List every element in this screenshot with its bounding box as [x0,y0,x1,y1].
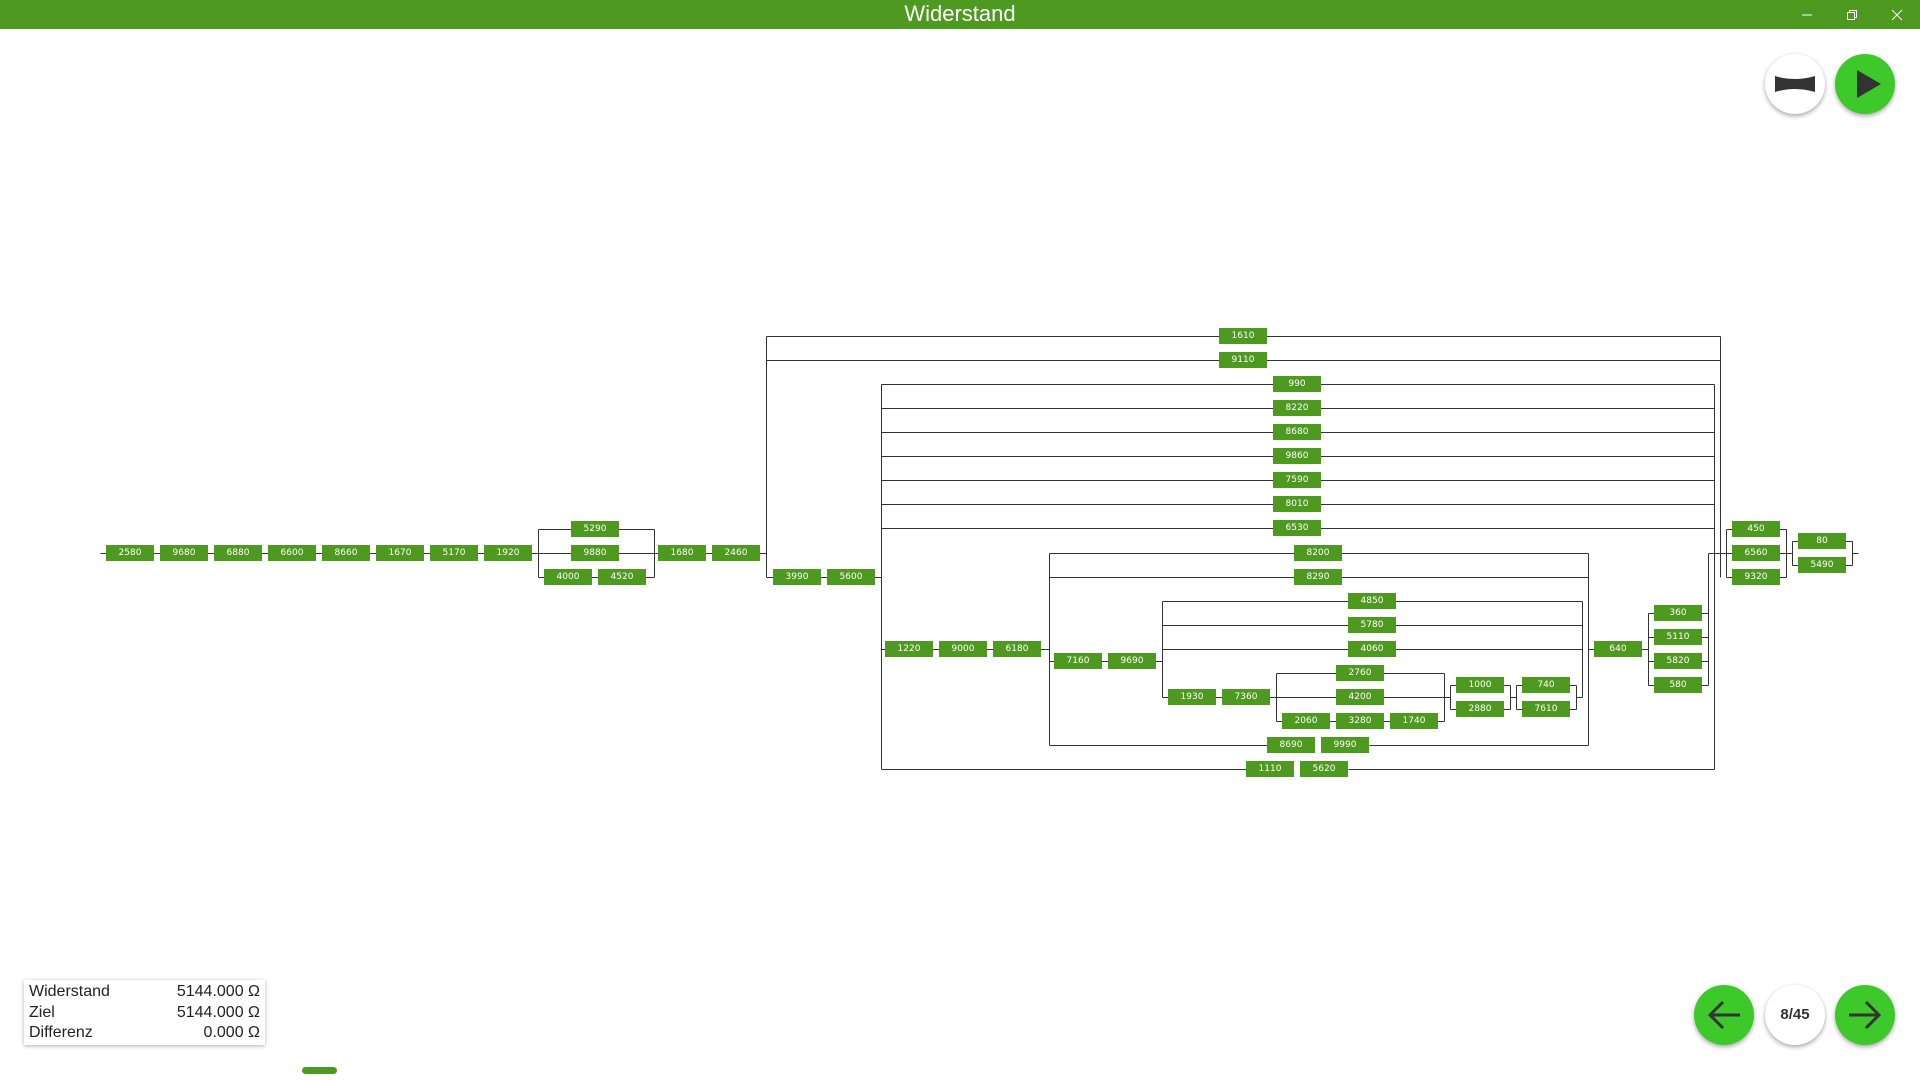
resistor[interactable]: 1000 [1456,677,1504,693]
window-title: Widerstand [904,1,1016,26]
resistor[interactable]: 80 [1798,533,1846,549]
stats-value: 5144.000 Ω [176,1003,260,1021]
resistor[interactable]: 1680 [658,545,706,561]
stats-panel: Widerstand 5144.000 Ω Ziel 5144.000 Ω Di… [24,980,265,1045]
resistor[interactable]: 9320 [1732,569,1780,585]
stats-label: Ziel [29,1003,55,1021]
resistor[interactable]: 1670 [376,545,424,561]
resistor[interactable]: 2460 [712,545,760,561]
resistor[interactable]: 8290 [1294,569,1342,585]
resistor[interactable]: 580 [1654,677,1702,693]
resistor[interactable]: 9860 [1273,448,1321,464]
resistor[interactable]: 1110 [1246,761,1294,777]
resistor[interactable]: 9690 [1108,653,1156,669]
resistor[interactable]: 4000 [544,569,592,585]
arrow-right-icon [1849,1000,1882,1030]
play-button[interactable] [1835,54,1895,114]
resistor[interactable]: 8200 [1294,545,1342,561]
resistor[interactable]: 4060 [1348,641,1396,657]
resistor[interactable]: 4850 [1348,593,1396,609]
resistor[interactable]: 8660 [322,545,370,561]
resistor[interactable]: 8220 [1273,400,1321,416]
resistor[interactable]: 5170 [430,545,478,561]
dumbbell-toggle-icon [1775,76,1815,92]
close-button[interactable] [1875,0,1920,29]
resistor[interactable]: 6560 [1732,545,1780,561]
resistor[interactable]: 5490 [1798,557,1846,573]
resistor[interactable]: 1930 [1168,689,1216,705]
resistor[interactable]: 5620 [1300,761,1348,777]
resistor[interactable]: 990 [1273,376,1321,392]
arrow-left-icon [1707,1000,1740,1030]
resistor[interactable]: 3280 [1336,713,1384,729]
resistor[interactable]: 7160 [1054,653,1102,669]
resistor[interactable]: 7360 [1222,689,1270,705]
view-toggle-button[interactable] [1765,54,1825,114]
resistor[interactable]: 640 [1594,641,1642,657]
resistor[interactable]: 740 [1522,677,1570,693]
resistor[interactable]: 1220 [885,641,933,657]
resistor[interactable]: 6180 [993,641,1041,657]
resistor[interactable]: 7610 [1522,701,1570,717]
resistor[interactable]: 9990 [1321,737,1369,753]
resistor[interactable]: 5820 [1654,653,1702,669]
stats-value: 5144.000 Ω [176,983,260,1000]
resistor[interactable]: 1740 [1390,713,1438,729]
resistor[interactable]: 3990 [773,569,821,585]
circuit-board: 2580 9680 6880 6600 8660 1670 5170 1920 5290 9880… [0,29,1920,1080]
stats-row-difference: Differenz 0.000 Ω [29,1023,260,1044]
resistor[interactable]: 8690 [1267,737,1315,753]
resistor[interactable]: 9000 [939,641,987,657]
resistor[interactable]: 5600 [827,569,875,585]
resistor[interactable]: 6600 [268,545,316,561]
resistor[interactable]: 6880 [214,545,262,561]
resistor[interactable]: 360 [1654,605,1702,621]
title-bar: Widerstand [0,0,1920,29]
resistor[interactable]: 5780 [1348,617,1396,633]
level-indicator: 8/45 [1765,985,1825,1045]
resistor[interactable]: 2760 [1336,665,1384,681]
resistor[interactable]: 9110 [1219,352,1267,368]
next-level-button[interactable] [1835,985,1895,1045]
resistor[interactable]: 5290 [571,521,619,537]
minimize-button[interactable] [1785,0,1830,29]
resistor[interactable]: 5110 [1654,629,1702,645]
restore-button[interactable] [1830,0,1875,29]
resistor[interactable]: 6530 [1273,520,1321,536]
stats-value: 0.000 Ω [203,1024,260,1041]
resistor[interactable]: 1610 [1219,328,1267,344]
resistor[interactable]: 1920 [484,545,532,561]
resistor[interactable]: 2580 [106,545,154,561]
resistor[interactable]: 4520 [598,569,646,585]
resistor[interactable]: 7590 [1273,472,1321,488]
stats-row-target: Ziel 5144.000 Ω [29,1003,260,1024]
close-icon [1891,9,1903,21]
resistor[interactable]: 2880 [1456,701,1504,717]
resistor[interactable]: 450 [1732,521,1780,537]
restore-icon [1847,10,1857,20]
stats-label: Differenz [29,1024,93,1041]
stats-row-resistance: Widerstand 5144.000 Ω [29,982,260,1003]
minimize-icon [1802,14,1812,16]
resistor[interactable]: 4200 [1336,689,1384,705]
scroll-indicator[interactable] [302,1067,337,1074]
play-icon [1857,70,1881,98]
resistor[interactable]: 2060 [1282,713,1330,729]
resistor[interactable]: 8680 [1273,424,1321,440]
stats-label: Widerstand [29,983,110,1000]
resistor[interactable]: 8010 [1273,496,1321,512]
resistor[interactable]: 9680 [160,545,208,561]
resistor[interactable]: 9880 [571,545,619,561]
previous-level-button[interactable] [1694,985,1754,1045]
